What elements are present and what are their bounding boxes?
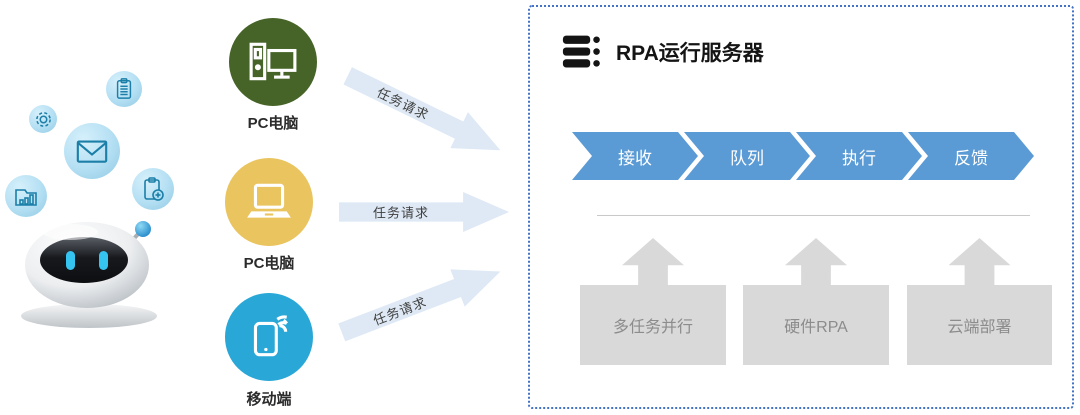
gear-icon (35, 111, 51, 127)
dome-highlight (42, 224, 98, 240)
step-execute: 执行 (796, 132, 922, 180)
source-circle-mobile (225, 293, 313, 381)
request-arrow-2: 任务请求 (339, 192, 509, 232)
request-arrow-label: 任务请求 (371, 294, 429, 329)
robot-eye-right (99, 251, 108, 270)
gear-bubble (29, 105, 57, 133)
feature-label: 云端部署 (907, 285, 1052, 365)
mobile-phone-icon (253, 315, 289, 357)
request-arrow-label: 任务请求 (374, 84, 432, 123)
rpa-server-panel: RPA运行服务器 接收 队列 执行 反馈 多任务并行 硬件RPA 云端部署 (528, 5, 1074, 409)
up-arrow-icon (785, 238, 847, 285)
feature-label: 多任务并行 (580, 285, 726, 365)
document-icon (116, 78, 132, 99)
request-arrow-1: 任务请求 (339, 58, 509, 168)
up-arrow-icon (622, 238, 684, 285)
robot-base (21, 304, 157, 328)
desktop-pc-icon (249, 42, 297, 81)
process-steps: 接收 队列 执行 反馈 (572, 132, 1034, 180)
mail-icon (76, 140, 108, 163)
server-title: RPA运行服务器 (616, 42, 764, 65)
antenna-ball (135, 221, 151, 237)
feature-label: 硬件RPA (743, 285, 889, 365)
document-bubble (106, 71, 142, 107)
up-arrow-icon (948, 238, 1011, 285)
step-feedback: 反馈 (908, 132, 1034, 180)
source-label-mobile: 移动端 (246, 391, 292, 408)
server-header: RPA运行服务器 (562, 33, 764, 71)
clipboard-add-icon (144, 177, 164, 201)
folder-chart-icon (15, 189, 37, 206)
mail-bubble (64, 123, 120, 179)
laptop-icon (247, 183, 291, 218)
folder-chart-bubble (5, 175, 47, 217)
request-arrow-label: 任务请求 (373, 205, 430, 221)
clipboard-add-bubble (132, 168, 174, 210)
request-arrow-3: 任务请求 (334, 253, 507, 351)
source-label-desktop: PC电脑 (247, 115, 299, 132)
feature-hardware-rpa: 硬件RPA (743, 238, 889, 365)
feature-multitask: 多任务并行 (580, 238, 726, 365)
robot-visor (40, 237, 128, 283)
robot-eye-left (66, 251, 75, 270)
feature-cloud-deploy: 云端部署 (907, 238, 1052, 365)
source-label-laptop: PC电脑 (243, 255, 295, 272)
source-circle-desktop (229, 18, 317, 106)
step-queue: 队列 (684, 132, 810, 180)
robot-mascot (21, 221, 157, 328)
divider-line (597, 215, 1030, 216)
server-stack-icon (562, 35, 600, 68)
step-receive: 接收 (572, 132, 698, 180)
source-circle-laptop (225, 158, 313, 246)
